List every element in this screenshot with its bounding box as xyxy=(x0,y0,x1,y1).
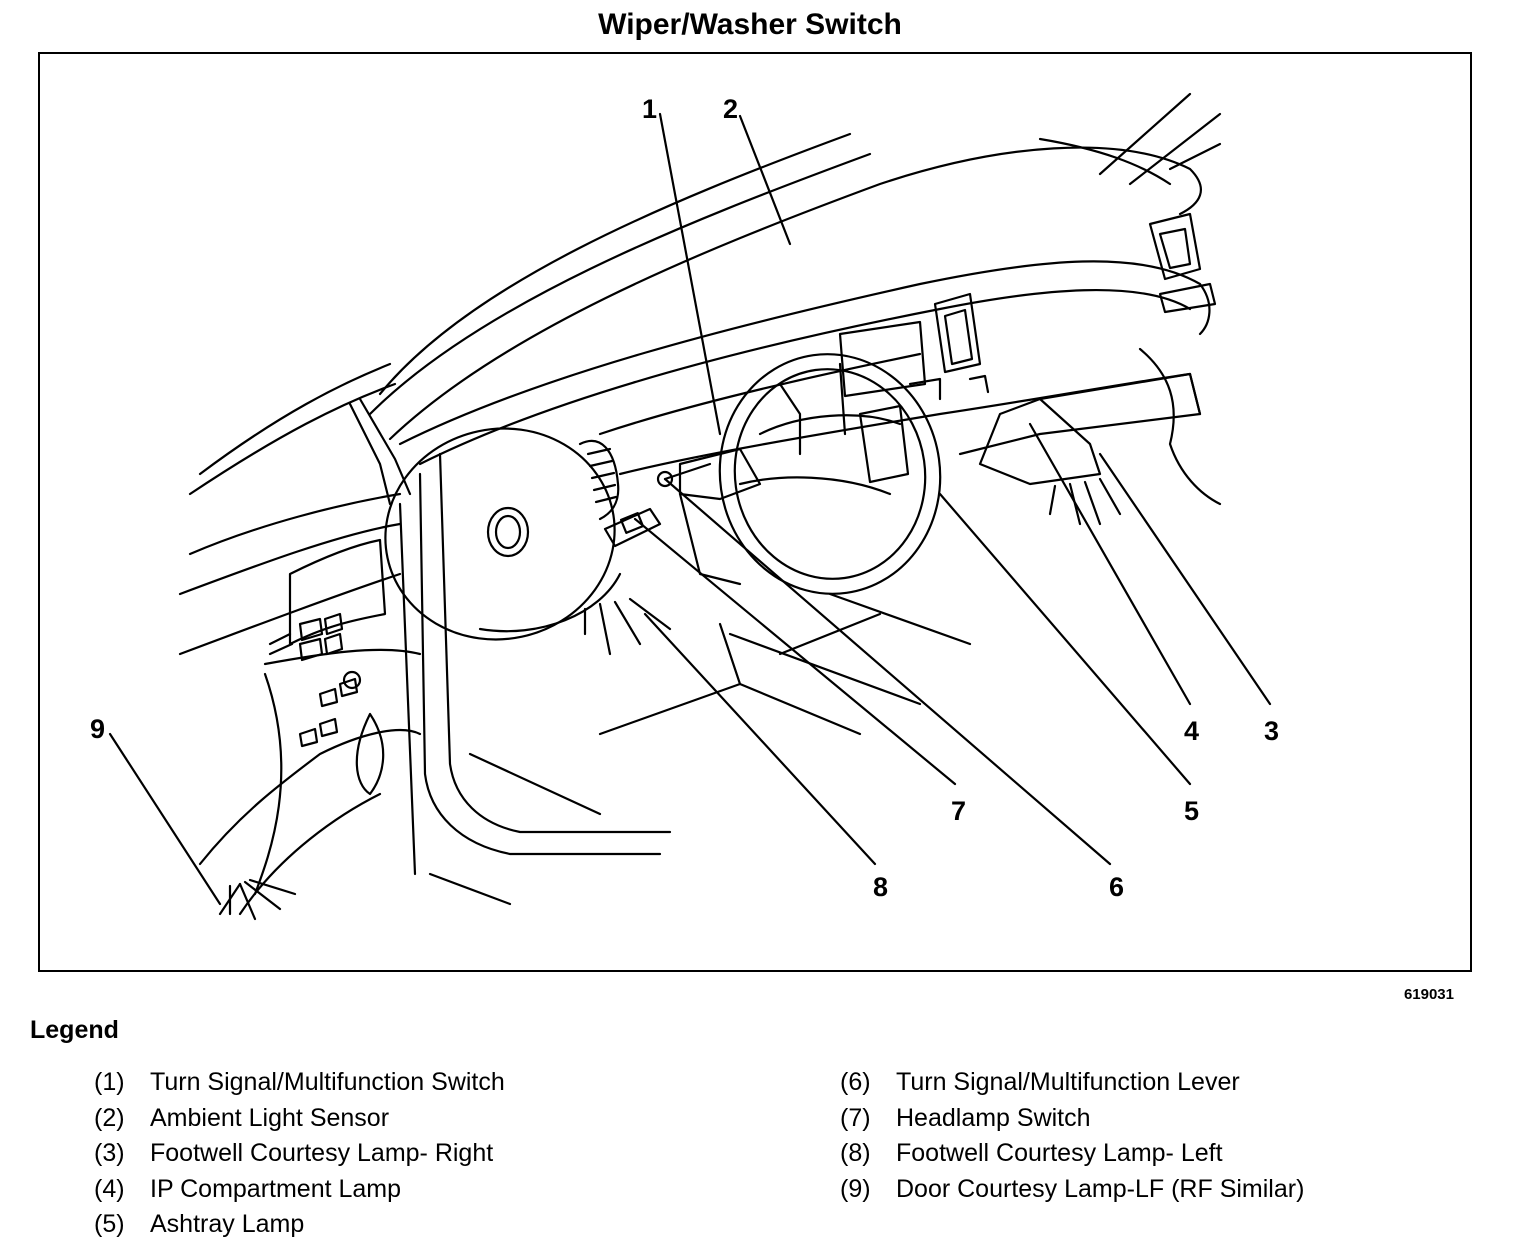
callout-4: 4 xyxy=(1184,716,1200,746)
callout-6: 6 xyxy=(1109,872,1125,902)
legend-number: (9) xyxy=(840,1174,871,1203)
diagram-title: Wiper/Washer Switch xyxy=(598,8,902,41)
legend-label: Ashtray Lamp xyxy=(150,1210,305,1238)
callout-2: 2 xyxy=(723,94,739,124)
legend-item: (6) Turn Signal/Multifunction Lever xyxy=(840,1068,1304,1104)
legend-number: (7) xyxy=(840,1103,871,1132)
steering-wheel xyxy=(718,353,942,595)
leader-5 xyxy=(938,492,1192,786)
leader-7 xyxy=(633,517,957,786)
legend-item: (5) Ashtray Lamp xyxy=(94,1210,505,1246)
leader-1 xyxy=(658,112,722,436)
legend-number: (6) xyxy=(840,1068,871,1096)
leader-9 xyxy=(108,732,222,906)
legend-label: Footwell Courtesy Lamp- Left xyxy=(896,1139,1223,1167)
legend-item: (2) Ambient Light Sensor xyxy=(94,1104,505,1140)
legend-item: (9) Door Courtesy Lamp-LF (RF Similar) xyxy=(840,1175,1304,1211)
leader-6 xyxy=(663,477,1112,866)
legend-label: IP Compartment Lamp xyxy=(150,1174,402,1203)
callout-3: 3 xyxy=(1264,716,1280,746)
legend-number: (8) xyxy=(840,1139,871,1167)
leader-3 xyxy=(1098,452,1272,706)
legend-left-column: (1) Turn Signal/Multifunction Switch (2) A… xyxy=(94,1068,505,1246)
legend-number: (5) xyxy=(94,1210,125,1238)
callout-1: 1 xyxy=(642,94,658,124)
legend-item: (8) Footwell Courtesy Lamp- Left xyxy=(840,1139,1304,1175)
dash-top-edge xyxy=(378,132,852,396)
legend-right-column: (6) Turn Signal/Multifunction Lever (7) He… xyxy=(840,1068,1304,1210)
lever-knob xyxy=(656,470,674,488)
legend-number: (1) xyxy=(94,1068,125,1096)
legend-number: (3) xyxy=(94,1139,125,1167)
legend-number: (4) xyxy=(94,1174,125,1203)
legend-label: Headlamp Switch xyxy=(896,1103,1091,1132)
leader-2 xyxy=(738,114,792,246)
callout-5: 5 xyxy=(1184,796,1200,826)
legend-label: Turn Signal/Multifunction Switch xyxy=(150,1068,505,1096)
leader-8 xyxy=(643,612,877,866)
callout-9: 9 xyxy=(90,714,106,744)
callout-8: 8 xyxy=(873,872,889,902)
legend-item: (4) IP Compartment Lamp xyxy=(94,1175,505,1211)
interior-illustration: 1 2 3 4 5 6 7 8 9 xyxy=(38,52,1472,972)
figure-id: 619031 xyxy=(1403,986,1454,1003)
legend-item: (3) Footwell Courtesy Lamp- Right xyxy=(94,1139,505,1175)
legend-label: Footwell Courtesy Lamp- Right xyxy=(150,1139,494,1167)
legend-label: Turn Signal/Multifunction Lever xyxy=(896,1068,1240,1096)
callout-7: 7 xyxy=(951,796,967,826)
legend-item: (7) Headlamp Switch xyxy=(840,1104,1304,1140)
dashboard-line-drawing xyxy=(108,92,1272,921)
legend-label: Ambient Light Sensor xyxy=(150,1103,390,1132)
legend-number: (2) xyxy=(94,1103,125,1132)
legend-label: Door Courtesy Lamp-LF (RF Similar) xyxy=(896,1174,1305,1203)
leader-4 xyxy=(1028,422,1192,706)
legend-item: (1) Turn Signal/Multifunction Switch xyxy=(94,1068,505,1104)
legend-heading: Legend xyxy=(30,1016,119,1044)
